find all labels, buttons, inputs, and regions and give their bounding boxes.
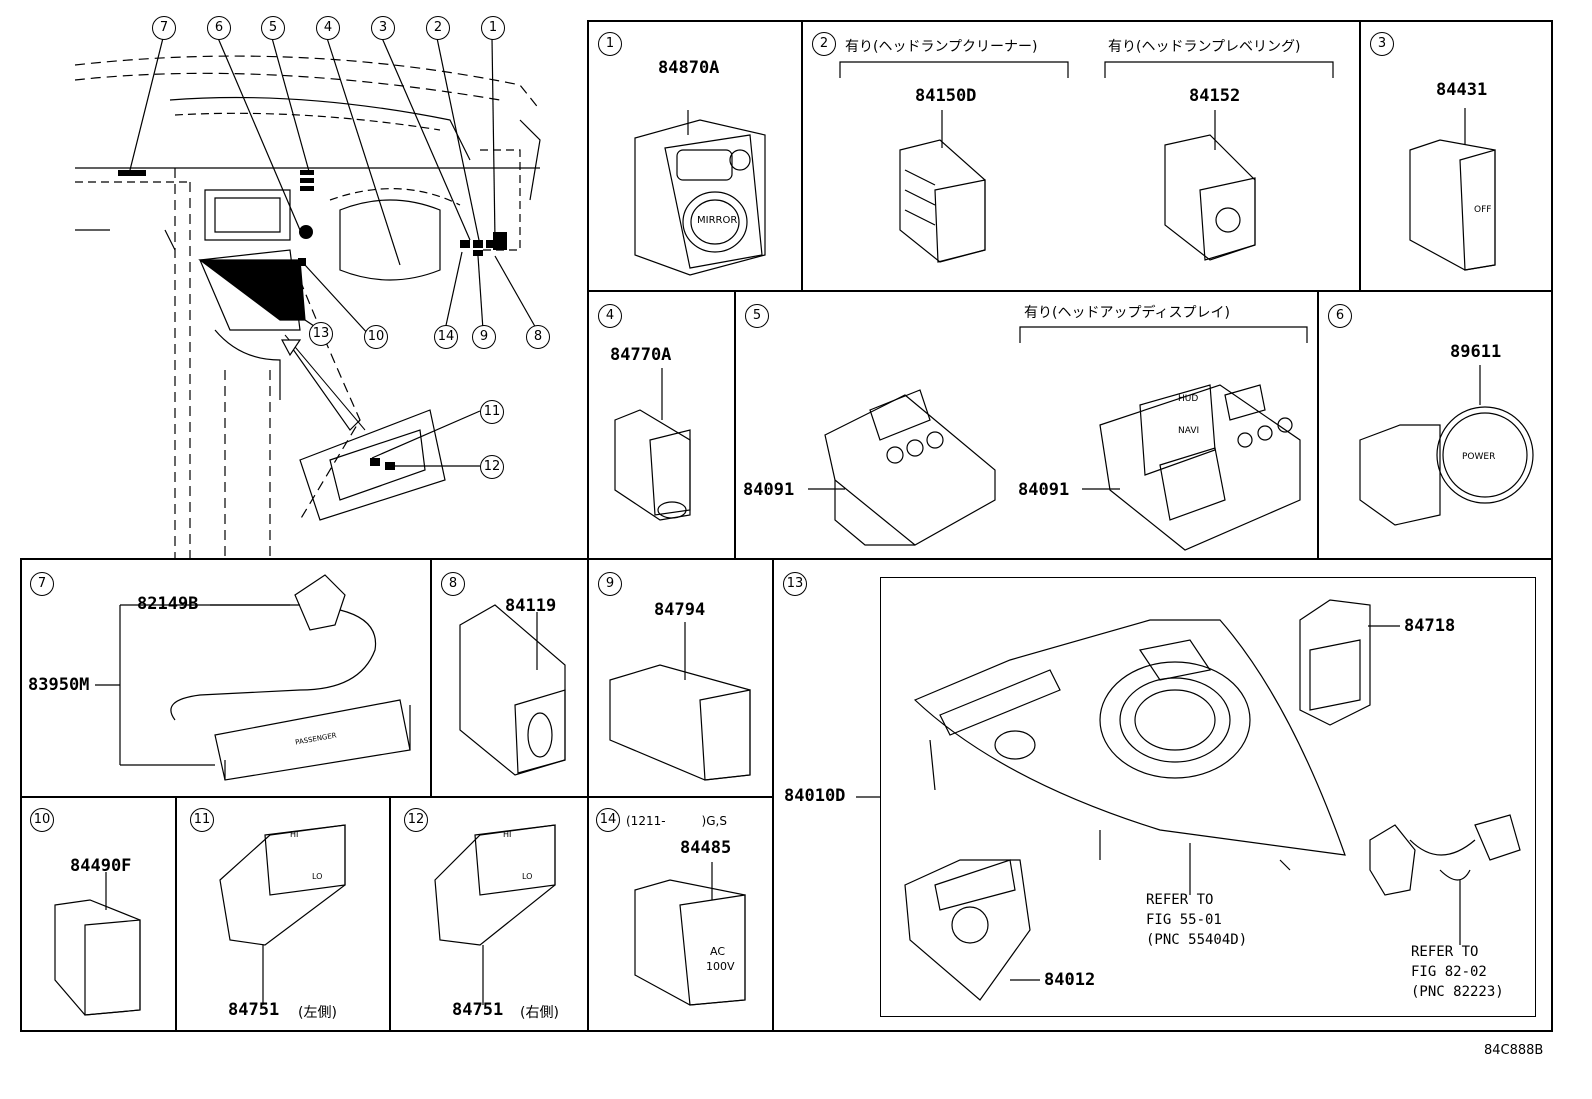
reference-note[interactable]: REFER TO FIG 55-01 (PNC 55404D) [1146,890,1247,950]
panel-number: 5 [745,304,769,328]
part-number[interactable]: 84091 [743,480,795,500]
part-number[interactable]: 84794 [654,600,706,620]
panel-6 [1317,290,1553,560]
applicability-note: (1211- )G,S [626,814,727,828]
reference-line: FIG 82-02 [1411,964,1487,980]
overview-callout[interactable]: 13 [309,322,333,346]
power-switch-art [1359,365,1534,526]
overview-callout[interactable]: 11 [480,400,504,424]
switch-label: NAVI [1178,426,1200,436]
option-note: 有り(ヘッドランプクリーナー) [845,39,1038,55]
part-number[interactable]: 84119 [505,596,557,616]
headlamp-leveling-switch-art [1164,110,1256,261]
switch-label: HI [290,830,299,839]
defogger-switch-art [609,622,751,781]
brightness-switch-art [459,604,566,776]
switch-label: POWER [1462,452,1496,462]
panel-number: 3 [1370,32,1394,56]
option-note: 有り(ヘッドランプレベリング) [1108,39,1301,55]
panel-number: 2 [812,32,836,56]
part-number[interactable]: 82149B [137,594,199,614]
part-number[interactable]: 84770A [610,345,672,365]
part-number[interactable]: 84751 [228,1000,280,1020]
overview-callout[interactable]: 5 [261,16,285,40]
panel-3 [1359,20,1553,292]
side-note: (右側) [520,1005,559,1021]
switch-label: MIRROR [697,215,738,226]
switch-label: LO [312,872,323,881]
reference-line: (PNC 82223) [1411,984,1504,1000]
panel-number: 11 [190,808,214,832]
panel-switch-left-art [824,389,996,546]
mirror-switch-art [634,110,766,276]
panel-number: 6 [1328,304,1352,328]
panel-number: 10 [30,808,54,832]
reference-line: FIG 55-01 [1146,912,1222,928]
part-number[interactable]: 84091 [1018,480,1070,500]
switch-label: LO [522,872,533,881]
overview-callout[interactable]: 8 [526,325,550,349]
overview-callout[interactable]: 12 [480,455,504,479]
part-number[interactable]: 84718 [1404,616,1456,636]
part-number[interactable]: 84012 [1044,970,1096,990]
overview-callout[interactable]: 4 [316,16,340,40]
shift-switch-art [54,872,141,1016]
overview-callout[interactable]: 7 [152,16,176,40]
panel-number: 7 [30,572,54,596]
panel-2 [801,20,1361,292]
diagram-code: 84C888B [1484,1043,1544,1058]
panel-number: 14 [596,808,620,832]
reference-line: REFER TO [1146,892,1214,908]
switch-label: AC [710,945,726,958]
panel-number: 13 [783,572,807,596]
panel-14 [587,796,774,1032]
part-number[interactable]: 84490F [70,856,132,876]
panel-number: 4 [598,304,622,328]
seat-heater-left-art [219,824,346,1005]
part-number[interactable]: 84870A [658,58,720,78]
headlamp-cleaner-switch-art [899,110,986,263]
part-number[interactable]: 83950M [28,675,90,695]
part-number[interactable]: 84010D [784,786,846,806]
small-switch-art [614,368,691,521]
part-number[interactable]: 84152 [1189,86,1241,106]
reference-line: REFER TO [1411,944,1479,960]
panel-number: 1 [598,32,622,56]
panel-11 [175,796,391,1032]
overview-callout[interactable]: 9 [472,325,496,349]
seat-heater-right-art [434,824,556,1005]
panel-number: 9 [598,572,622,596]
overview-callout[interactable]: 1 [481,16,505,40]
panel-5 [734,290,1319,560]
part-number[interactable]: 89611 [1450,342,1502,362]
panel-13 [772,558,1553,1032]
switch-label: OFF [1474,205,1492,215]
panel-switch-right-art [1099,384,1301,551]
panel-4 [587,290,736,560]
part-number[interactable]: 84485 [680,838,732,858]
console-panel-art [856,599,1521,1001]
part-number[interactable]: 84751 [452,1000,504,1020]
vsc-off-switch-art [1409,108,1496,271]
switch-label: HI [503,830,512,839]
ac-outlet-switch-art [634,862,746,1006]
part-number[interactable]: 84150D [915,86,977,106]
overview-callout[interactable]: 2 [426,16,450,40]
reference-note[interactable]: REFER TO FIG 82-02 (PNC 82223) [1411,942,1504,1002]
switch-label: HUD [1178,394,1199,404]
overview-callout[interactable]: 6 [207,16,231,40]
switch-label: 100V [706,960,735,973]
panel-number: 8 [441,572,465,596]
side-note: (左側) [298,1005,337,1021]
panel-13-inner [880,577,1536,1017]
overview-callout[interactable]: 3 [371,16,395,40]
option-note: 有り(ヘッドアップディスプレイ) [1024,305,1230,321]
panel-number: 12 [404,808,428,832]
overview-callout[interactable]: 14 [434,325,458,349]
dashboard-overview [74,37,541,560]
reference-line: (PNC 55404D) [1146,932,1248,948]
overview-callout[interactable]: 10 [364,325,388,349]
part-number[interactable]: 84431 [1436,80,1488,100]
